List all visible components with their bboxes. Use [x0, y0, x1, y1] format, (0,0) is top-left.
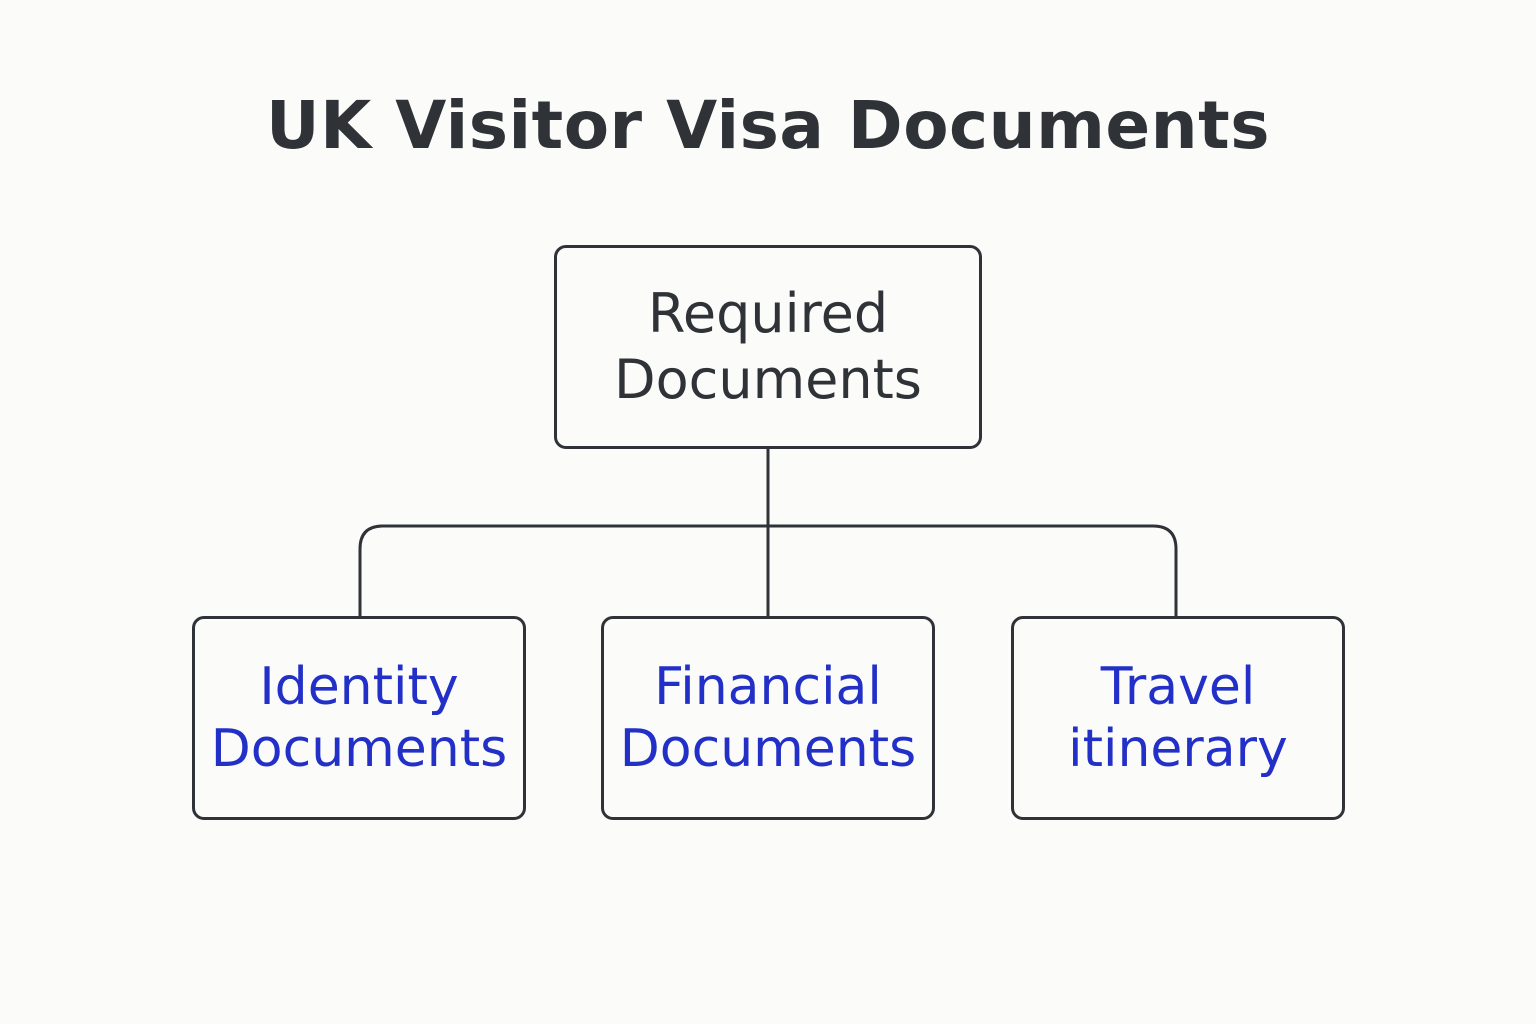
- diagram-title: UK Visitor Visa Documents: [265, 87, 1270, 164]
- child-node-3-label-line-1: Travel: [1100, 657, 1256, 717]
- child-node-travel-itinerary: Travel itinerary: [1011, 616, 1345, 820]
- child-node-2-label-line-2: Documents: [619, 719, 917, 779]
- child-node-identity-documents: Identity Documents: [192, 616, 526, 820]
- child-node-1-label-line-2: Documents: [210, 719, 508, 779]
- child-node-2-label-line-1: Financial: [654, 657, 882, 717]
- connector-branch-left: [358, 524, 770, 618]
- root-node-label-line-2: Documents: [614, 348, 922, 411]
- root-node-label-line-1: Required: [647, 282, 889, 345]
- root-node-required-documents: Required Documents: [554, 245, 982, 449]
- child-node-financial-documents: Financial Documents: [601, 616, 935, 820]
- connector-branch-right: [766, 524, 1178, 618]
- child-node-3-label-line-2: itinerary: [1068, 719, 1288, 779]
- child-node-1-label-line-1: Identity: [259, 657, 459, 717]
